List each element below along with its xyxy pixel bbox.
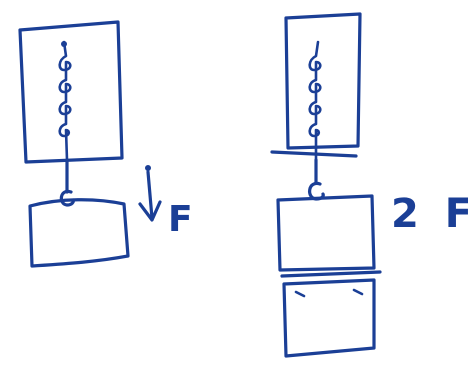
left-block [28, 198, 130, 268]
right-spring [308, 40, 322, 162]
right-support-box-base [270, 150, 358, 158]
right-block-lower [282, 278, 376, 358]
left-force-arrow-tail [145, 165, 151, 171]
right-block-joint [280, 270, 382, 278]
left-setup [18, 20, 162, 268]
left-support-box [18, 20, 124, 164]
right-block-notch [294, 288, 364, 298]
left-force-label: F [168, 199, 199, 240]
left-spring [58, 40, 72, 162]
left-spring-knot [61, 41, 67, 47]
right-force-label: 2 F [391, 191, 468, 237]
left-force-arrow [138, 170, 162, 222]
left-hook [59, 189, 75, 207]
right-block-upper [276, 194, 376, 272]
right-support-box [284, 12, 362, 150]
right-setup [270, 12, 382, 358]
